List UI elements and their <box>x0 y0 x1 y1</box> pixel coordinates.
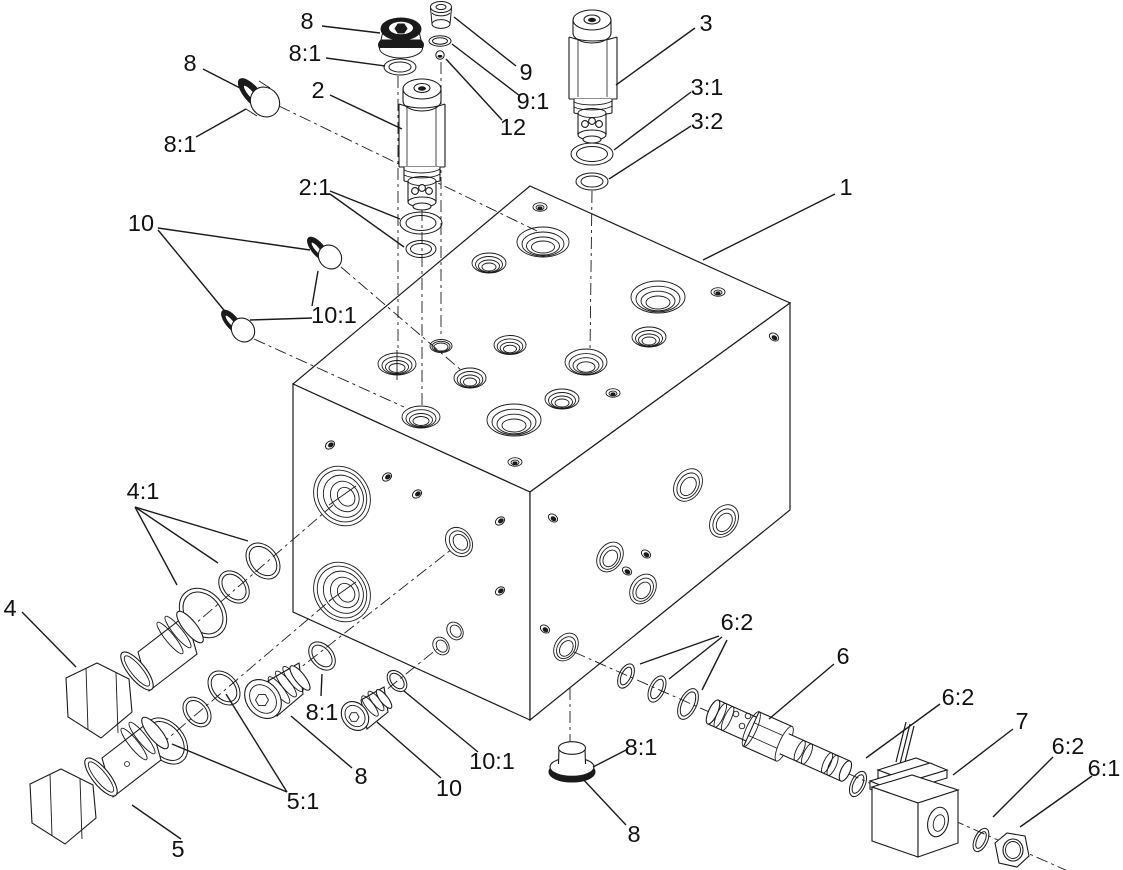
flanged-plug-8-bottom-center <box>548 741 596 783</box>
part-callout-8-left: 8 <box>183 50 196 76</box>
o-ring-8-1-bottom-left <box>308 641 336 671</box>
part-callout-10-bottom: 10 <box>436 775 462 801</box>
part-callout-1: 1 <box>839 174 852 200</box>
part-callout-10-1-left: 10:1 <box>311 302 357 328</box>
part-callout-6-2-a: 6:2 <box>721 609 754 635</box>
part-callout-2: 2 <box>311 77 324 103</box>
socket-plug-10-bottom <box>340 686 393 731</box>
cartridge-valve-3 <box>568 9 618 144</box>
part-callout-8-1-left: 8:1 <box>164 131 197 157</box>
part-callout-10-left: 10 <box>128 210 154 236</box>
o-ring-10-1-bottom <box>386 669 408 693</box>
o-rings-2-1 <box>399 211 443 258</box>
o-ring-8-1-top <box>383 58 417 76</box>
o-ring-3-1 <box>570 142 614 166</box>
part-callout-7: 7 <box>1015 708 1028 734</box>
hex-plug-5 <box>29 716 169 845</box>
part-callout-4-1: 4:1 <box>127 478 160 504</box>
hex-nut-6-1 <box>994 832 1030 868</box>
part-callout-6-2-b: 6:2 <box>942 684 975 710</box>
o-rings-6-2-block-side <box>617 663 699 720</box>
cap-plug-10-a <box>307 236 343 270</box>
part-callout-10-1-bottom: 10:1 <box>469 748 515 774</box>
part-callout-3-1: 3:1 <box>691 74 724 100</box>
part-callout-8-1-bottom-left: 8:1 <box>306 699 339 725</box>
part-callout-3-2: 3:2 <box>691 108 724 134</box>
cap-plug-8-top <box>378 17 424 59</box>
o-ring-6-2-nut-side <box>972 827 990 853</box>
part-callout-3: 3 <box>699 10 712 36</box>
part-callout-12: 12 <box>500 114 526 140</box>
part-callout-5: 5 <box>171 836 184 862</box>
right-face-ports <box>539 332 780 662</box>
part-callout-6-1: 6:1 <box>1088 755 1121 781</box>
cap-plug-8-left <box>237 78 281 118</box>
o-ring-6-2-coil-side <box>848 770 868 798</box>
part-callout-9-1: 9:1 <box>517 88 550 114</box>
cartridge-valve-2 <box>398 78 446 211</box>
part-callout-5-1: 5:1 <box>287 788 320 814</box>
o-ring-9-1 <box>428 35 452 47</box>
part-callout-9: 9 <box>519 59 532 85</box>
part-callout-2-1: 2:1 <box>299 174 332 200</box>
manifold-block <box>291 185 792 722</box>
part-callout-8-bottom-left: 8 <box>354 763 367 789</box>
part-callout-8-1-top: 8:1 <box>289 40 322 66</box>
solenoid-valve-6 <box>705 699 853 782</box>
left-face-ports <box>313 440 506 656</box>
part-callout-8-top: 8 <box>300 8 313 34</box>
hex-plug-4 <box>65 610 204 739</box>
solenoid-coil-7 <box>868 721 960 858</box>
plug-9 <box>430 1 452 29</box>
o-ring-3-2 <box>575 172 609 191</box>
cap-plug-10-b <box>221 309 256 343</box>
part-callout-4: 4 <box>3 595 16 621</box>
socket-plug-8-bottom-left <box>244 662 311 719</box>
part-callout-8-1-bottom-center: 8:1 <box>625 734 658 760</box>
orifice-12 <box>435 50 445 60</box>
top-face-ports <box>377 202 726 467</box>
leader-lines <box>21 16 1093 840</box>
part-callout-6-2-c: 6:2 <box>1052 733 1085 759</box>
part-callout-8-bottom-center: 8 <box>627 821 640 847</box>
part-callout-6: 6 <box>836 643 849 669</box>
o-rings-4-1 <box>178 542 281 639</box>
